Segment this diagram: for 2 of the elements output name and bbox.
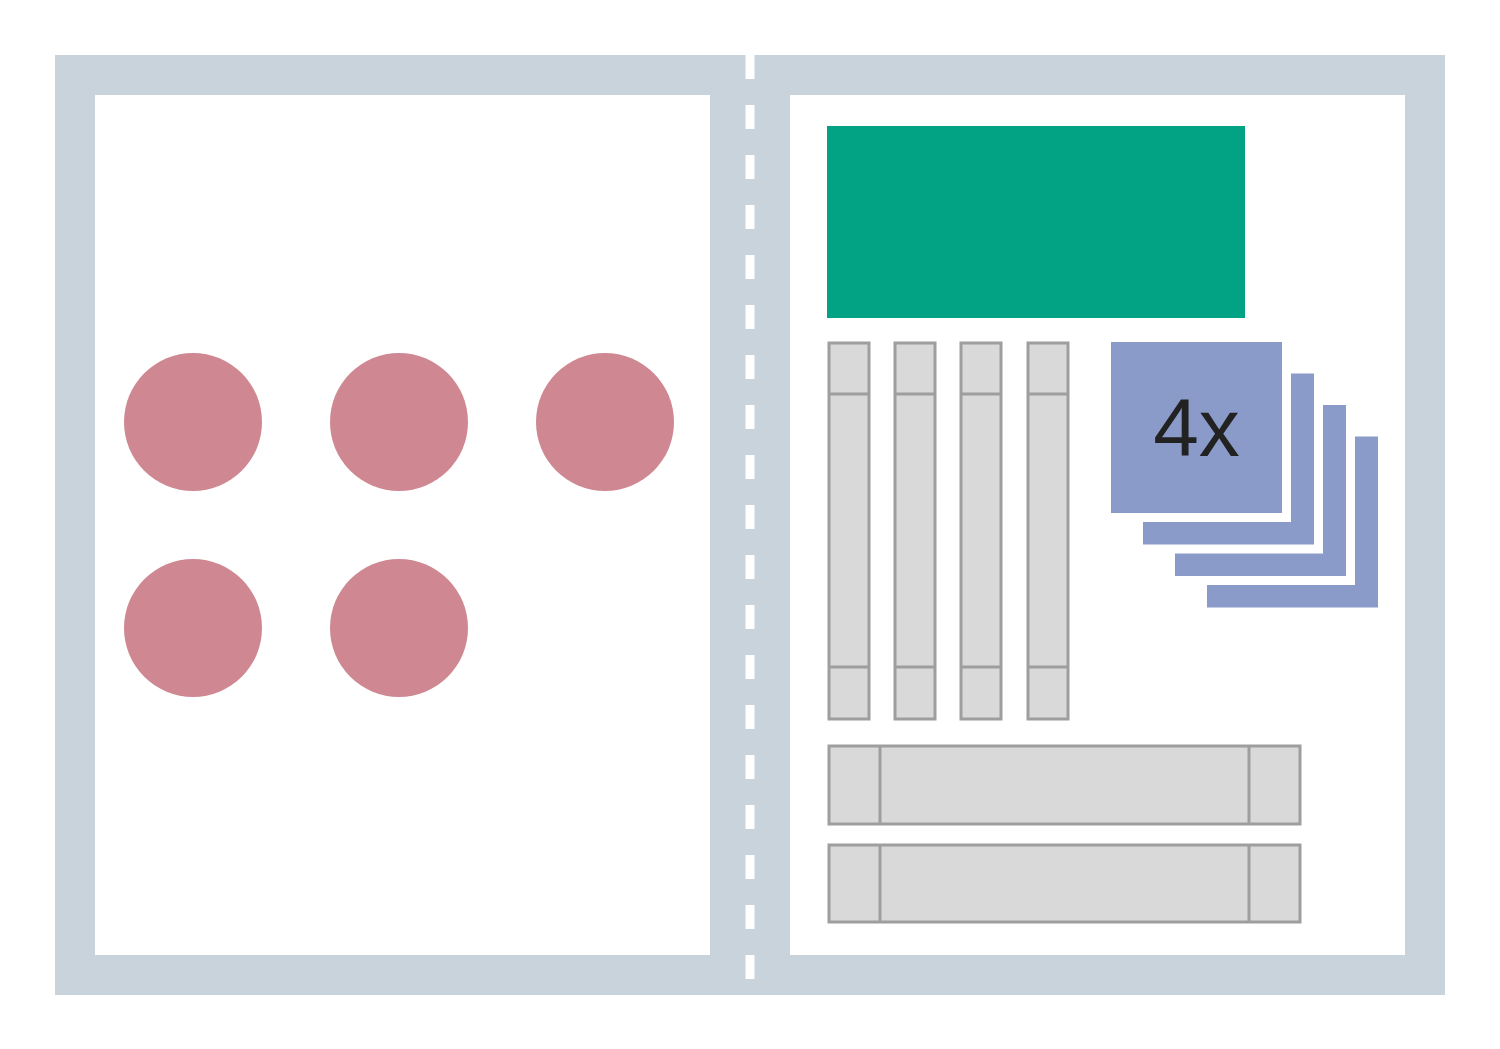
count-label: 4x bbox=[1153, 380, 1240, 475]
square-card bbox=[1111, 342, 1282, 513]
